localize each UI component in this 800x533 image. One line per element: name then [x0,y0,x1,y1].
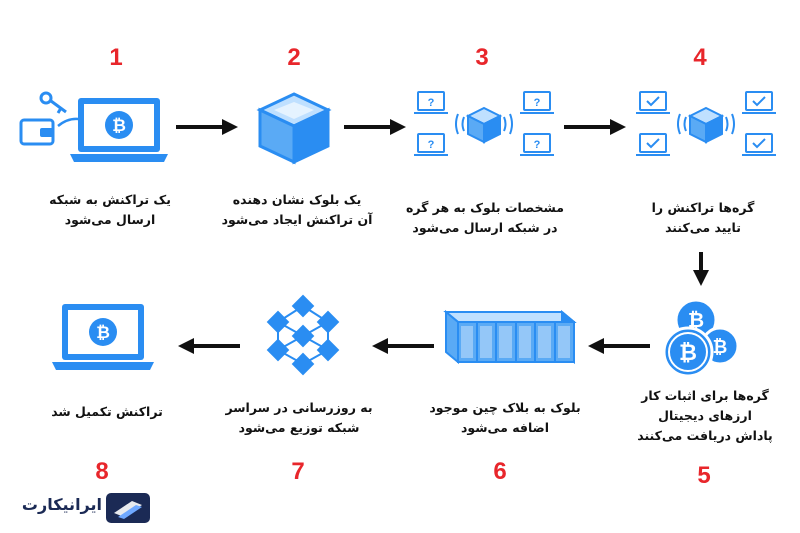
distributed-network-icon [258,292,348,378]
svg-text:?: ? [534,139,541,151]
bitcoin-coins-icon: ₿ ₿ ₿ [660,298,746,380]
step-8-number: 8 [95,458,109,485]
arrow-left-7-8 [178,337,240,355]
logo-text: ایرانیکارت [21,495,102,514]
step-6-caption: بلوک به بلاک چین موجود اضافه می‌شود [429,400,581,435]
block-cube-icon [256,90,332,166]
arrow-left-6-7 [372,337,434,355]
logo-icon [106,493,150,523]
network-verify-icon [636,86,776,164]
step-1-number: 1 [109,44,123,71]
step-7-caption: به روزرسانی در سراسر شبکه توزیع می‌شود [225,400,373,435]
step-2-caption: یک بلوک نشان دهنده آن تراکنش ایجاد می‌شو… [221,192,373,227]
svg-text:₿: ₿ [679,340,697,365]
svg-text:₿: ₿ [112,116,126,135]
svg-text:₿: ₿ [713,337,728,357]
blockchain-icon [442,302,578,372]
laptop-bitcoin-icon: ₿ [48,300,158,374]
step-1-caption: یک تراکنش به شبکه ارسال می‌شود [49,192,171,227]
step-2-number: 2 [287,44,301,71]
svg-text:?: ? [534,97,541,109]
step-4-caption: گره‌ها تراکنش را تایید می‌کنند [651,200,755,235]
step-5-number: 5 [697,462,711,489]
laptop-wallet-icon: ₿ [18,88,168,168]
network-broadcast-icon: ?? ?? [414,86,554,164]
step-7-number: 7 [291,458,305,485]
arrow-right-2-3 [344,118,406,136]
svg-text:?: ? [428,139,435,151]
step-6-number: 6 [493,458,507,485]
step-8-caption: تراکنش تکمیل شد [51,404,163,419]
step-3-number: 3 [475,44,489,71]
arrow-left-5-6 [588,337,650,355]
step-4-number: 4 [693,44,707,71]
arrow-right-1-2 [176,118,238,136]
arrow-right-3-4 [564,118,626,136]
svg-text:₿: ₿ [688,310,704,332]
step-5-caption: گره‌ها برای اثبات کار ارزهای دیجیتال پاد… [637,388,773,443]
arrow-down-4-5 [692,252,710,286]
step-3-caption: مشخصات بلوک به هر گره در شبکه ارسال می‌ش… [405,200,565,235]
svg-text:?: ? [428,97,435,109]
svg-text:₿: ₿ [96,323,110,342]
